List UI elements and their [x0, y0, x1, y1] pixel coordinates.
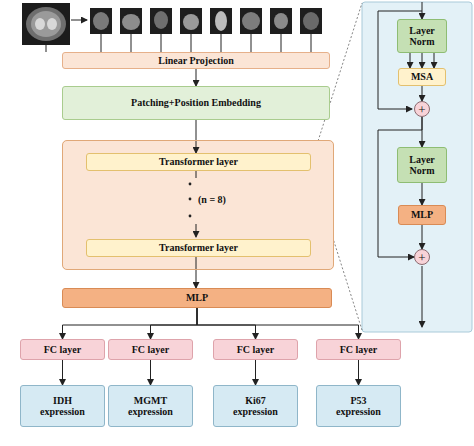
connector [196, 120, 197, 153]
node-label: FC layer [340, 344, 378, 356]
node-label: Layer Norm [400, 154, 444, 177]
node-label: + [418, 251, 425, 264]
node-label: MGMT expression [123, 395, 178, 418]
connector [196, 69, 197, 86]
projection-box: Linear Projection [62, 52, 330, 69]
connector [358, 360, 359, 385]
connector [378, 117, 422, 257]
zoom-panel [362, 2, 472, 332]
norm-box: Layer Norm [397, 147, 447, 183]
node-label: MLP [186, 292, 208, 304]
mri-image [31, 11, 61, 37]
node-label: Patching+Position Embedding [131, 97, 261, 109]
mri-image [35, 18, 45, 30]
output-box: MGMT expression [108, 385, 193, 427]
node-label: MLP [411, 209, 433, 221]
node-label: FC layer [132, 344, 170, 356]
node-label: IDH expression [35, 395, 90, 418]
stack-dot [189, 183, 192, 186]
stack-line [196, 224, 197, 237]
output-box: IDH expression [20, 385, 105, 427]
mri-image [22, 3, 70, 45]
node-label: P53 expression [331, 395, 386, 418]
connector [422, 183, 423, 205]
stack-line [196, 170, 197, 178]
mri-image [47, 18, 57, 30]
connector [151, 308, 198, 339]
connector [63, 308, 198, 339]
mlp-box: MLP [62, 288, 332, 308]
image-patches [90, 8, 322, 34]
norm-box: Layer Norm [397, 19, 447, 53]
patch-lines [46, 34, 311, 52]
node-label: Transformer layer [159, 242, 238, 254]
transformer-layer-box: Transformer layer [86, 239, 311, 257]
connector [410, 53, 434, 68]
stack-dot [189, 215, 192, 218]
block-output [422, 266, 423, 327]
connector [422, 225, 423, 249]
image-arrow [71, 20, 87, 21]
node-label: (n = 8) [198, 194, 226, 206]
node-label: FC layer [44, 344, 82, 356]
fc-layer-box: FC layer [20, 339, 105, 360]
connector [150, 360, 151, 385]
connector [62, 360, 63, 385]
transformer-stack: (n = 8)Transformer layerTransformer laye… [62, 140, 334, 270]
container-fill [62, 140, 334, 270]
connector [196, 257, 197, 288]
node-label: MSA [411, 71, 433, 83]
fc-layer-box: FC layer [108, 339, 193, 360]
node-label: + [418, 103, 425, 116]
transformer-layer-box: Transformer layer [86, 153, 311, 171]
node-label: Layer Norm [400, 25, 444, 48]
attention-box: MSA [398, 68, 446, 86]
embedding-box: Patching+Position Embedding [62, 86, 330, 120]
node-label: Transformer layer [159, 156, 238, 168]
output-box: Ki67 expression [213, 385, 298, 427]
connector [422, 86, 423, 101]
connector [197, 308, 359, 339]
node-label: Ki67 expression [228, 395, 283, 418]
output-box: P53 expression [316, 385, 401, 427]
mlp-box: MLP [398, 205, 446, 225]
add-circle: + [414, 249, 430, 265]
mri-image [26, 7, 66, 41]
add-circle: + [414, 101, 430, 117]
stack-dot [189, 198, 192, 201]
connector [255, 360, 256, 385]
connector [197, 308, 256, 339]
fc-layer-box: FC layer [316, 339, 401, 360]
fc-layer-box: FC layer [213, 339, 298, 360]
node-label: Linear Projection [158, 55, 233, 67]
node-label: FC layer [237, 344, 275, 356]
